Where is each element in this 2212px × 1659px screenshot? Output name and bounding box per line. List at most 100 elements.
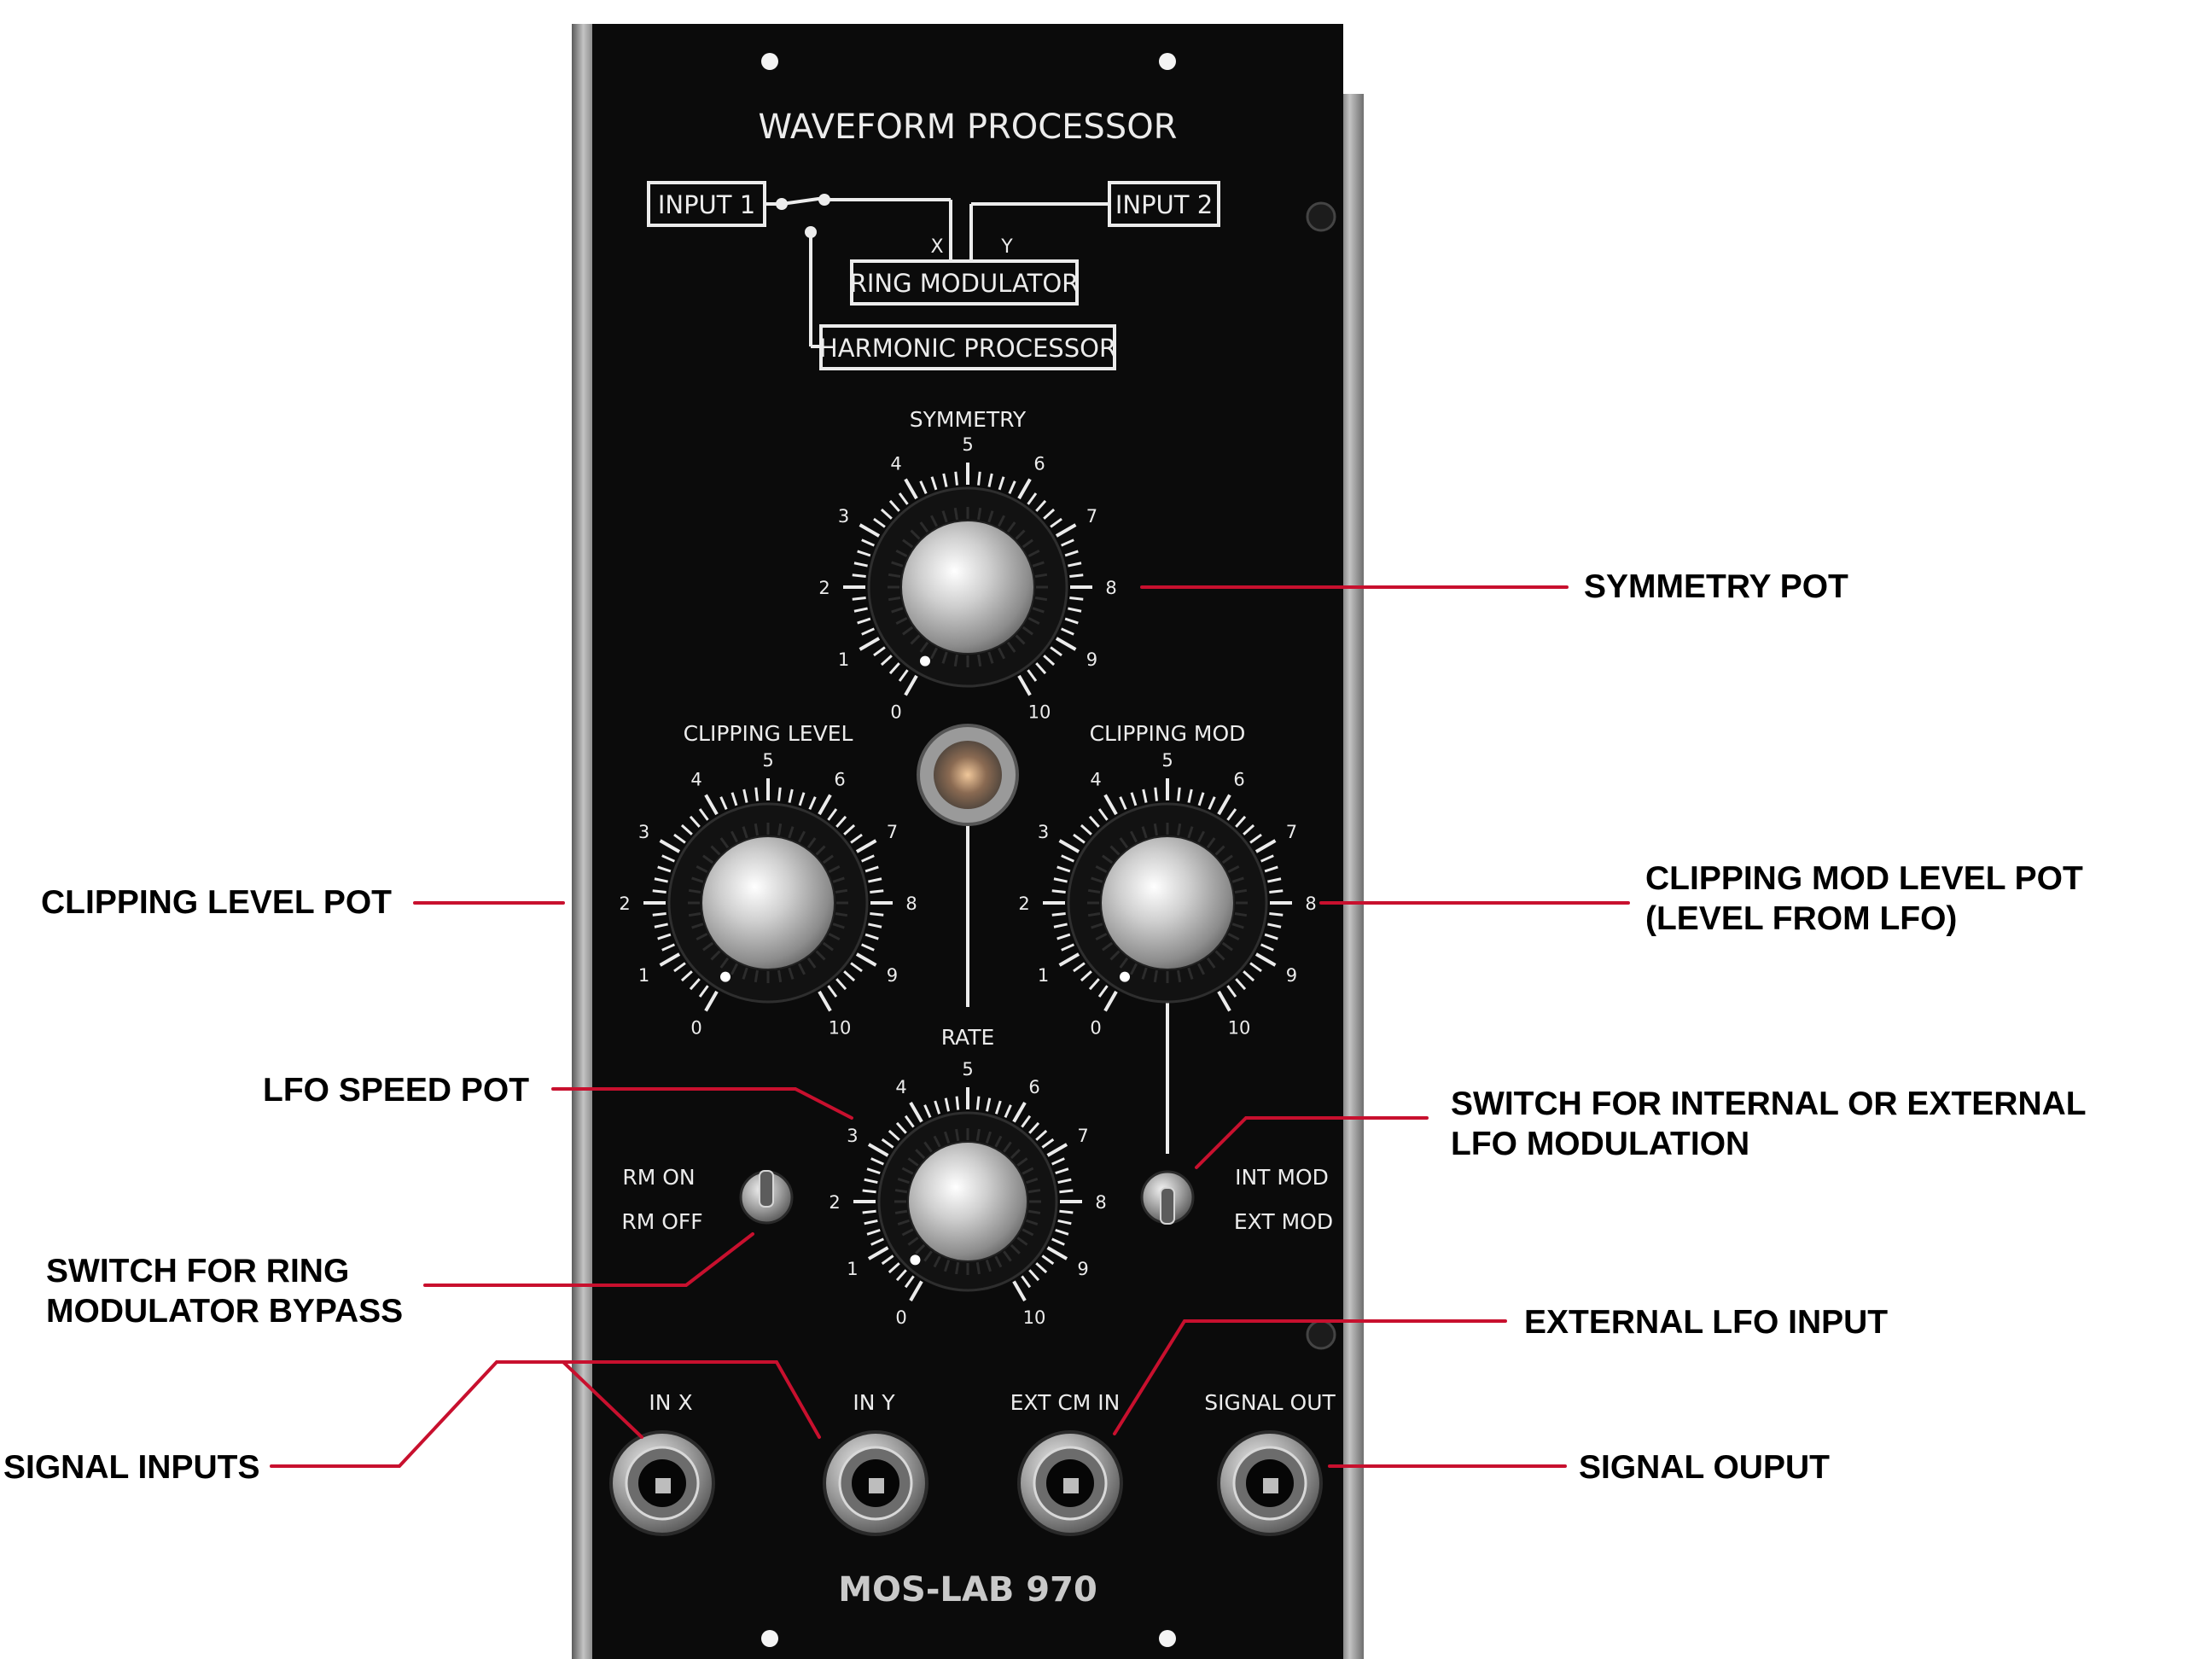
dial-tick — [873, 646, 886, 657]
dial-number: 5 — [962, 434, 973, 455]
dial-tick — [1035, 1129, 1048, 1141]
knob-ridge — [1227, 864, 1240, 874]
dial-tick — [1249, 962, 1262, 973]
dial-number: 9 — [887, 965, 898, 986]
diagram-node — [805, 226, 817, 238]
ext-cm-in-jack[interactable] — [1017, 1430, 1123, 1536]
knob-ridge — [941, 651, 948, 664]
knob-ridge — [688, 888, 701, 894]
dial-tick — [1130, 792, 1138, 806]
dial-tick — [1260, 943, 1274, 952]
dial-tick — [843, 970, 856, 982]
dial-tick — [754, 787, 759, 801]
dial-tick — [862, 1209, 876, 1214]
knob-ridge — [1027, 1209, 1041, 1214]
knob-ridge — [1091, 923, 1103, 929]
lfo-speed-pot-callout: LFO SPEED POT — [263, 1072, 530, 1109]
dial-number: 0 — [895, 1307, 906, 1328]
knob-ridge — [894, 1209, 908, 1214]
knob-ridge — [1221, 941, 1233, 952]
diagram-input1-label: INPUT 1 — [658, 190, 755, 219]
dial-tick — [868, 877, 882, 883]
knob-ridge — [1153, 969, 1158, 983]
leader-lines — [270, 585, 1630, 1468]
clipping-level-pot-callout: CLIPPING LEVEL POT — [41, 884, 393, 921]
knob-ridge — [888, 573, 901, 578]
ring-modulator-bypass-switch[interactable] — [739, 1170, 794, 1225]
jack-contact — [655, 1478, 671, 1493]
dial-number: 2 — [829, 1192, 840, 1213]
dial-tick — [689, 815, 701, 828]
knob-ridge — [1010, 1243, 1021, 1254]
knob-ridge — [910, 529, 921, 540]
knob-ridge — [1003, 1250, 1012, 1262]
knob-ridge — [919, 641, 929, 653]
knob-pointer-dot — [1120, 971, 1130, 982]
dial-tick — [942, 473, 948, 487]
knob-ridge — [1109, 950, 1121, 961]
dial-tick — [904, 1275, 915, 1289]
lfo-indicator-lamp — [917, 724, 1019, 826]
dial-tick — [1051, 912, 1066, 917]
knob-ridge — [888, 597, 901, 602]
dial-tick — [698, 808, 709, 821]
dial-tick — [866, 1167, 881, 1175]
dial-tick — [855, 839, 877, 853]
knob-ridge — [975, 1261, 981, 1275]
dial-tick — [719, 796, 728, 810]
knob-ridge — [828, 864, 841, 874]
dial-number: 7 — [1077, 1126, 1088, 1146]
ext-mod-label: EXT MOD — [1234, 1209, 1333, 1234]
in-y-jack[interactable] — [823, 1430, 928, 1536]
dial-tick — [1053, 877, 1068, 883]
dial-tick — [904, 478, 918, 500]
dial-tick — [1119, 796, 1127, 810]
in-x-jack[interactable] — [609, 1430, 715, 1536]
knob-ridge — [788, 967, 795, 980]
knob-ridge — [1187, 967, 1194, 980]
dial-tick — [1028, 1269, 1040, 1282]
dial-tick — [898, 669, 909, 682]
knob-ridge — [929, 647, 939, 660]
signal-out-jack[interactable] — [1217, 1430, 1323, 1536]
rm-off-label: RM OFF — [621, 1209, 702, 1234]
dial-tick — [1057, 1219, 1072, 1225]
dial-tick — [987, 473, 993, 487]
lfo-switch-leader — [1195, 1116, 1429, 1169]
knob-ridge — [1027, 616, 1040, 626]
knob-ridge — [1206, 957, 1216, 969]
dial-tick — [904, 1115, 915, 1128]
knob-ridge — [987, 510, 994, 523]
knob-ridge — [1087, 888, 1101, 894]
diagram-ring-modulator-label: RING MODULATOR — [850, 269, 1080, 298]
dial-tick — [857, 617, 871, 625]
dial-number: 2 — [1018, 894, 1029, 914]
dial-tick — [862, 1189, 876, 1194]
dial-tick — [652, 912, 667, 917]
knob-ridge — [895, 616, 908, 626]
knob-ridge — [835, 912, 848, 917]
knob-ridge — [902, 626, 914, 636]
knob-ridge — [897, 1219, 910, 1226]
lfo-source-switch[interactable] — [1140, 1170, 1195, 1225]
knob-ridge — [1027, 1189, 1041, 1194]
dial-tick — [1243, 970, 1255, 982]
dial-tick — [853, 562, 868, 568]
dial-tick — [698, 985, 709, 998]
knob-ridge — [977, 507, 982, 521]
knob-pointer-dot — [720, 971, 731, 982]
dial-tick — [1046, 1143, 1068, 1157]
knob-ridge — [742, 826, 748, 839]
knob-ridge — [1119, 957, 1129, 969]
dial-number: 0 — [1090, 1017, 1101, 1038]
dial-number: 8 — [905, 894, 917, 914]
dial-tick — [870, 1237, 884, 1246]
dial-tick — [1051, 889, 1066, 894]
dial-tick — [1269, 889, 1284, 894]
dial-tick — [704, 990, 719, 1012]
dial-tick — [827, 985, 838, 998]
